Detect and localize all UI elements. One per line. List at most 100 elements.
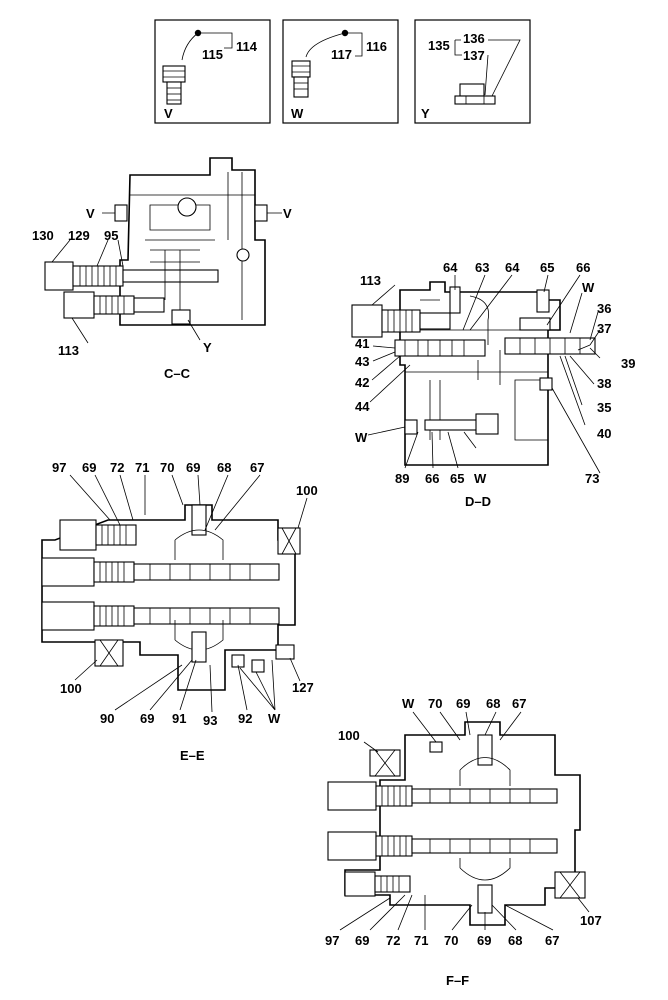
view-ff-relief-100	[369, 749, 401, 777]
view-ff: W 70 69 68 67 100 107 97 69 72 71 70 69 …	[325, 696, 602, 988]
view-ee-label-70: 70	[160, 460, 174, 475]
view-cc-label-130: 130	[32, 228, 54, 243]
view-ff-label-69b: 69	[355, 933, 369, 948]
view-dd-label-65a: 65	[540, 260, 554, 275]
view-cc-plug-right	[254, 204, 268, 222]
view-dd-label-64a: 64	[443, 260, 458, 275]
view-ff-piston-bottom	[477, 884, 493, 914]
inset-w: 116 117 W	[282, 19, 399, 124]
view-ff-label-69c: 69	[477, 933, 491, 948]
view-ff-cap-3	[344, 871, 376, 897]
view-dd-label-w-top: W	[582, 280, 595, 295]
view-dd-label-64b: 64	[505, 260, 520, 275]
view-ee: 97 69 72 71 70 69 68 67 100 100 127 90 6…	[41, 460, 318, 763]
inset-y: 135 136 137 Y	[414, 19, 531, 124]
inset-w-label-a: 116	[366, 39, 387, 54]
view-cc-oring	[236, 248, 250, 262]
view-dd-body	[399, 281, 561, 466]
inset-v-plug-head	[162, 65, 186, 83]
view-dd-label-41: 41	[355, 336, 369, 351]
view-ee-cap-3	[41, 601, 95, 631]
view-ee-title: E–E	[180, 748, 205, 763]
inset-v-leaders	[181, 32, 233, 61]
view-ff-label-69a: 69	[456, 696, 470, 711]
inset-w-frame	[282, 19, 399, 124]
view-ff-label-72: 72	[386, 933, 400, 948]
inset-w-plug-head	[291, 60, 311, 78]
view-ff-body	[344, 721, 581, 926]
view-ff-label-68a: 68	[486, 696, 500, 711]
view-ee-label-93: 93	[203, 713, 217, 728]
view-ff-spool-1	[411, 788, 558, 804]
inset-y-plug-cap	[459, 83, 485, 97]
view-cc-label-113: 113	[58, 343, 79, 358]
view-ff-label-70a: 70	[428, 696, 442, 711]
view-ee-label-69b: 69	[186, 460, 200, 475]
inset-w-label-b: 117	[331, 47, 352, 62]
view-ff-spool-2	[411, 838, 558, 854]
view-ee-label-69c: 69	[140, 711, 154, 726]
view-cc-label-129: 129	[68, 228, 90, 243]
inset-y-leaders	[454, 39, 521, 101]
view-dd-label-w-bottom: W	[474, 471, 487, 486]
view-ff-label-68b: 68	[508, 933, 522, 948]
view-ee-plug-127	[275, 644, 295, 660]
inset-w-letter: W	[291, 106, 304, 121]
view-dd-title: D–D	[465, 494, 491, 509]
view-ee-label-68: 68	[217, 460, 231, 475]
view-dd-label-66b: 66	[425, 471, 439, 486]
inset-y-label-a: 135	[428, 38, 450, 53]
view-cc-title: C–C	[164, 366, 191, 381]
inset-w-plug-body	[293, 76, 309, 98]
view-ee-label-90: 90	[100, 711, 114, 726]
inset-y-letter: Y	[421, 106, 430, 121]
view-dd-pin-64	[449, 286, 461, 314]
view-cc-label-95: 95	[104, 228, 118, 243]
view-ff-cap-2	[327, 831, 377, 861]
view-ff-title: F–F	[446, 973, 469, 988]
view-cc-plug-left	[114, 204, 128, 222]
view-cc-upper-spool	[122, 269, 219, 283]
view-dd-label-73: 73	[585, 471, 599, 486]
inset-w-leaders	[305, 32, 363, 58]
view-ff-label-107: 107	[580, 913, 602, 928]
view-cc-port	[177, 197, 197, 217]
view-cc-plug-y	[171, 309, 191, 325]
inset-v-letter: V	[164, 106, 173, 121]
view-cc: V V 130 129 95 113 Y C–C	[32, 157, 292, 381]
inset-v-frame	[154, 19, 271, 124]
view-dd-label-39: 39	[621, 356, 635, 371]
view-dd-label-44: 44	[355, 399, 370, 414]
view-ff-label-w: W	[402, 696, 415, 711]
view-dd: 113 64 63 64 65 66 W 36 37 39 38 35 40 4…	[351, 260, 635, 509]
inset-v-label-b: 115	[202, 47, 223, 62]
view-cc-upper-cap	[44, 261, 74, 291]
view-ee-label-100a: 100	[296, 483, 318, 498]
view-dd-label-w-left: W	[355, 430, 368, 445]
view-ee-label-72: 72	[110, 460, 124, 475]
view-dd-label-63: 63	[475, 260, 489, 275]
view-cc-label-v-left: V	[86, 206, 95, 221]
view-ee-label-69a: 69	[82, 460, 96, 475]
view-ee-label-97: 97	[52, 460, 66, 475]
inset-y-label-c: 137	[463, 48, 485, 63]
view-dd-label-38: 38	[597, 376, 611, 391]
inset-v-plug-body	[166, 81, 182, 105]
view-dd-label-89: 89	[395, 471, 409, 486]
view-ee-label-71: 71	[135, 460, 149, 475]
view-dd-label-37: 37	[597, 321, 611, 336]
view-ee-piston-bottom	[191, 631, 207, 663]
inset-y-frame	[414, 19, 531, 124]
view-dd-label-43: 43	[355, 354, 369, 369]
view-ee-spool-2	[133, 563, 280, 581]
view-ff-label-67a: 67	[512, 696, 526, 711]
view-ee-label-92: 92	[238, 711, 252, 726]
view-ff-label-67b: 67	[545, 933, 559, 948]
view-ee-cap-2	[41, 557, 95, 587]
inset-y-label-b: 136	[463, 31, 485, 46]
view-ee-label-91: 91	[172, 711, 186, 726]
view-ee-label-w: W	[268, 711, 281, 726]
view-ee-cap-1	[59, 519, 97, 551]
